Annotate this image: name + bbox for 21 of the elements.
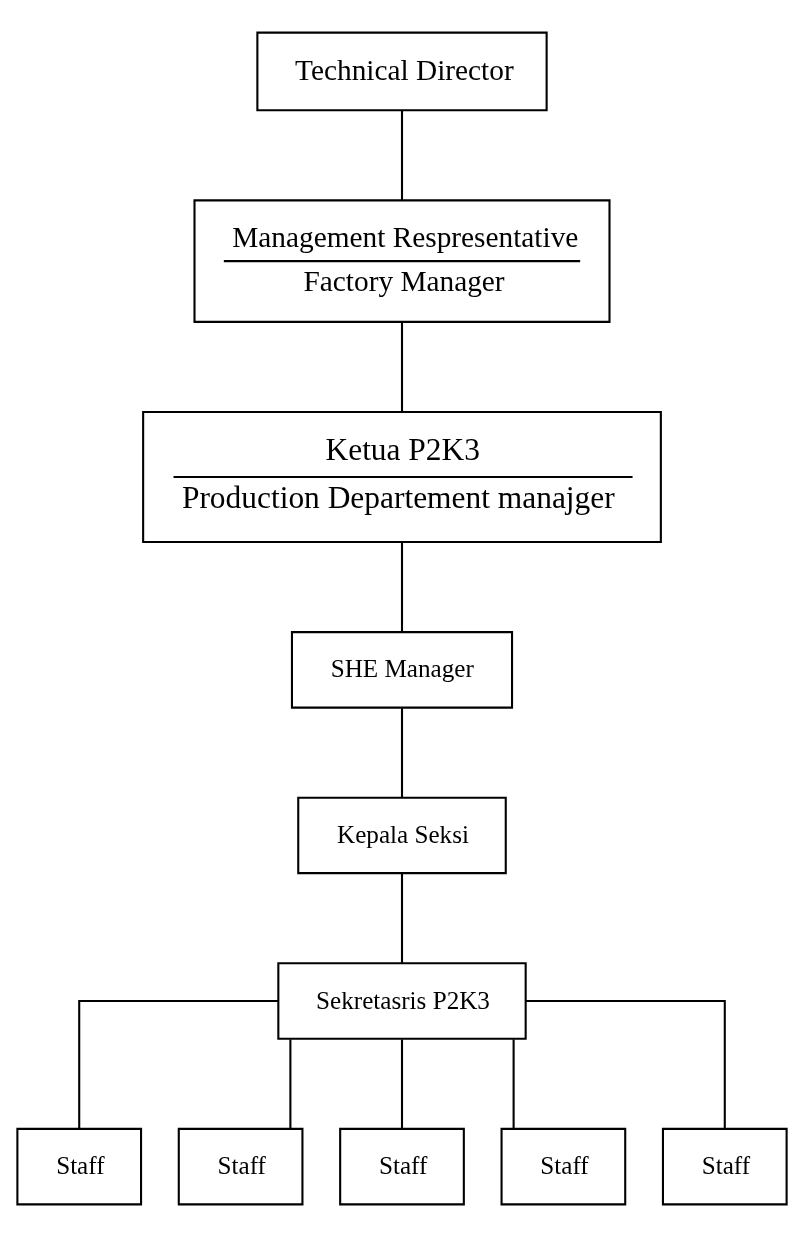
node-box: Sekretasris P2K3 xyxy=(276,962,527,1040)
connector xyxy=(288,1039,291,1129)
connector xyxy=(400,708,403,798)
connector xyxy=(400,873,403,963)
node-box: Staff xyxy=(177,1127,303,1206)
connector xyxy=(525,999,726,1129)
node-box: Staff xyxy=(15,1127,142,1206)
node-box: Technical Director xyxy=(255,31,548,112)
node-box: Staff xyxy=(338,1127,465,1206)
node-box: Staff xyxy=(500,1127,626,1206)
connector xyxy=(400,542,403,632)
connector xyxy=(512,1039,515,1129)
node-box: Ketua P2K3 Production Departement manajger xyxy=(141,411,662,544)
node-box: SHE Manager xyxy=(290,631,513,709)
connector xyxy=(400,1039,403,1129)
connector xyxy=(400,110,403,201)
connector xyxy=(400,322,403,412)
node-box: Management Respresentative Factory Manager xyxy=(192,199,611,323)
node-box: Kepala Seksi xyxy=(296,796,507,875)
connector xyxy=(77,999,278,1129)
node-box: Staff xyxy=(661,1127,788,1206)
